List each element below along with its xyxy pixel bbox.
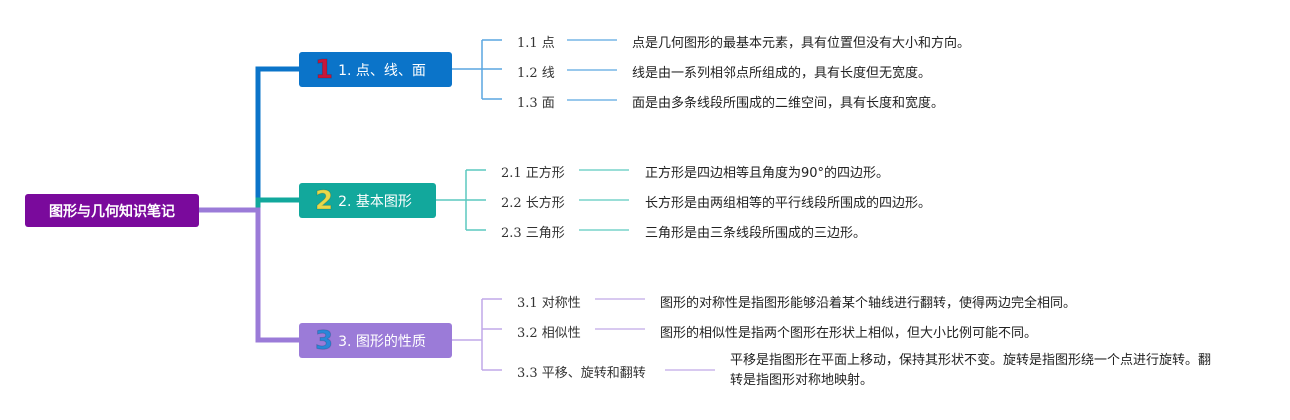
connector-root-branch-3: [199, 207, 299, 343]
branch-label-1: 1. 点、线、面: [338, 62, 426, 79]
branch-node-1[interactable]: 1 1. 点、线、面: [299, 52, 452, 87]
root-node[interactable]: 图形与几何知识笔记: [25, 194, 199, 227]
sub-node-3-3[interactable]: 3.3 平移、旋转和翻转: [517, 366, 646, 381]
number-badge-3-icon: 3: [314, 325, 334, 356]
connector-branch-3-desc: [595, 298, 715, 371]
sub-node-2-1[interactable]: 2.1 正方形: [501, 166, 565, 181]
branch-label-3: 3. 图形的性质: [338, 333, 426, 350]
desc-node-2-3[interactable]: 三角形是由三条线段所围成的三边形。: [645, 226, 867, 241]
desc-node-1-1[interactable]: 点是几何图形的最基本元素，具有位置但没有大小和方向。: [632, 36, 971, 51]
desc-node-1-2[interactable]: 线是由一系列相邻点所组成的，具有长度但无宽度。: [632, 66, 932, 81]
number-badge-2-icon: 2: [314, 185, 334, 216]
branch-node-3[interactable]: 3 3. 图形的性质: [299, 323, 452, 358]
desc-node-3-1[interactable]: 图形的对称性是指图形能够沿着某个轴线进行翻转，使得两边完全相同。: [660, 296, 1077, 311]
connector-branch-1-items: [452, 39, 502, 100]
sub-node-1-2[interactable]: 1.2 线: [517, 66, 555, 81]
connector-branch-1-desc: [567, 39, 617, 101]
desc-node-1-3[interactable]: 面是由多条线段所围成的二维空间，具有长度和宽度。: [632, 96, 945, 111]
connector-branch-2-desc: [579, 169, 629, 231]
branch-node-2[interactable]: 2 2. 基本图形: [299, 183, 436, 218]
branch-label-2: 2. 基本图形: [338, 193, 412, 210]
connector-branch-2-items: [436, 169, 486, 231]
connector-root-branch-1: [199, 66, 299, 213]
root-label: 图形与几何知识笔记: [49, 203, 175, 220]
sub-node-2-3[interactable]: 2.3 三角形: [501, 226, 565, 241]
number-badge-1-icon: 1: [314, 54, 334, 85]
sub-node-1-1[interactable]: 1.1 点: [517, 36, 555, 51]
sub-node-3-1[interactable]: 3.1 对称性: [517, 296, 581, 311]
desc-node-2-2[interactable]: 长方形是由两组相等的平行线段所围成的四边形。: [645, 196, 932, 211]
desc-node-3-2[interactable]: 图形的相似性是指两个图形在形状上相似，但大小比例可能不同。: [660, 326, 1038, 341]
connector-branch-3-items: [452, 298, 502, 371]
sub-node-1-3[interactable]: 1.3 面: [517, 96, 555, 111]
sub-node-2-2[interactable]: 2.2 长方形: [501, 196, 565, 211]
desc-node-3-3[interactable]: 平移是指图形在平面上移动，保持其形状不变。旋转是指图形绕一个点进行旋转。翻转是指…: [730, 353, 1212, 388]
sub-node-3-2[interactable]: 3.2 相似性: [517, 326, 581, 341]
desc-node-2-1[interactable]: 正方形是四边相等且角度为90°的四边形。: [645, 166, 890, 181]
